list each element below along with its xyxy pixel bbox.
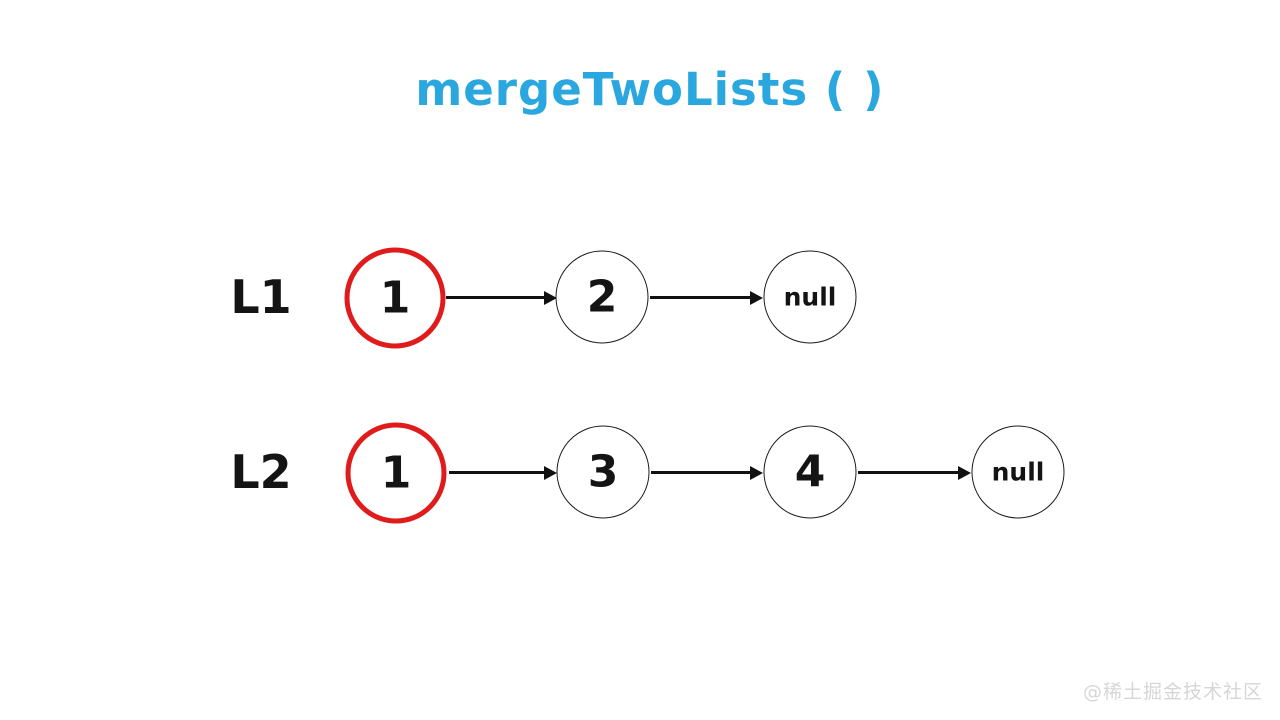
next-pointer-arrow-icon bbox=[858, 466, 971, 480]
node-value: 1 bbox=[379, 272, 411, 324]
list-label-l2: L2 bbox=[230, 445, 292, 499]
node-value: 1 bbox=[380, 447, 412, 499]
next-pointer-arrow-icon bbox=[446, 291, 557, 305]
list-label-l1: L1 bbox=[230, 270, 292, 324]
node-value: null bbox=[783, 282, 837, 312]
node-value: null bbox=[991, 457, 1045, 487]
diagram-title: mergeTwoLists ( ) bbox=[415, 63, 885, 116]
node-l2-2: 4 bbox=[763, 425, 857, 519]
next-pointer-arrow-icon bbox=[650, 291, 763, 305]
next-pointer-arrow-icon bbox=[651, 466, 763, 480]
node-l1-null: null bbox=[763, 250, 857, 344]
watermark: @稀土掘金技术社区 bbox=[1082, 681, 1263, 703]
node-l1-1: 2 bbox=[555, 250, 649, 344]
node-l2-null: null bbox=[971, 425, 1065, 519]
node-l1-0: 1 bbox=[344, 247, 446, 349]
node-value: 2 bbox=[586, 271, 618, 323]
node-value: 3 bbox=[587, 446, 619, 498]
node-l2-0: 1 bbox=[345, 422, 447, 524]
node-l2-1: 3 bbox=[556, 425, 650, 519]
next-pointer-arrow-icon bbox=[449, 466, 557, 480]
node-value: 4 bbox=[794, 446, 826, 498]
